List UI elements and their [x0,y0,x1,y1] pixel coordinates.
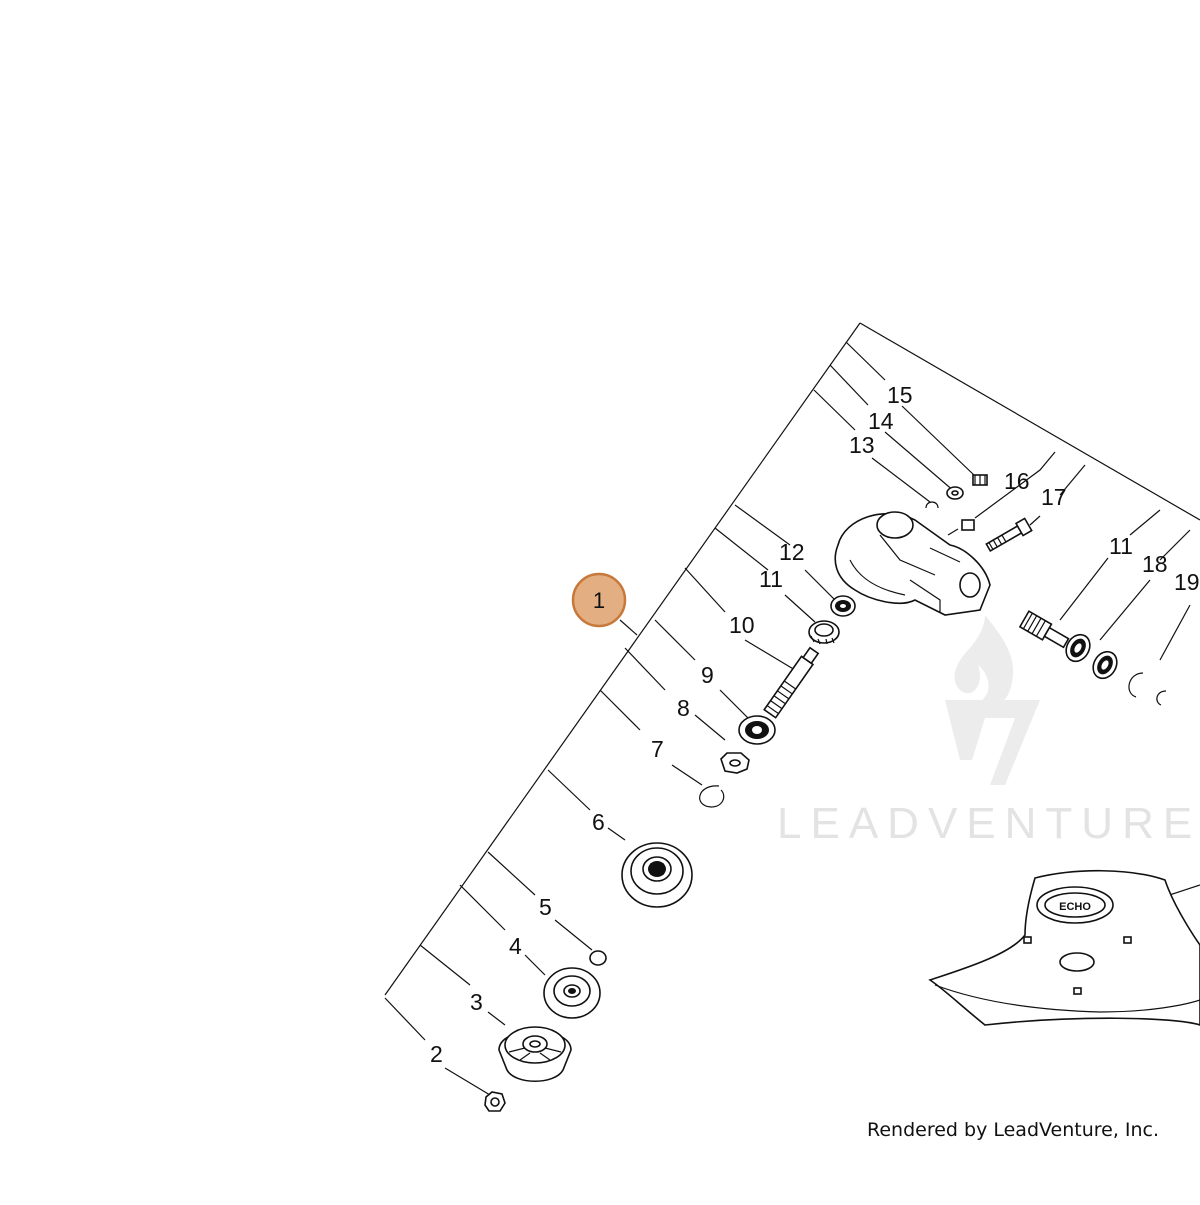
clip-13 [925,501,939,509]
nut-2 [484,1091,506,1112]
bolt-17 [985,517,1033,553]
snap-ring-19 [1128,672,1144,698]
screw-16 [947,519,975,536]
watermark: LEADVENTURE [777,615,1200,848]
part-labels: 15 14 13 16 17 12 11 11 18 19 10 9 8 7 6… [430,382,1200,1067]
label-5[interactable]: 5 [539,894,552,920]
flame-logo-icon [945,615,1040,785]
label-8[interactable]: 8 [677,695,690,721]
callout-1-circle[interactable] [571,572,627,628]
label-3[interactable]: 3 [470,989,483,1015]
label-4[interactable]: 4 [509,933,522,959]
blade-holder-6 [621,842,693,908]
bearing-12 [830,595,856,617]
label-17[interactable]: 17 [1041,484,1067,510]
watermark-text: LEADVENTURE [777,799,1200,848]
fixing-plate-4 [543,967,601,1019]
bolt-15 [972,474,988,486]
small-hardware [925,474,1033,553]
label-11-right[interactable]: 11 [1109,533,1133,559]
callout-1[interactable]: 1 [571,572,638,636]
shaft-10 [763,646,820,719]
input-shaft-parts [1018,610,1167,706]
bearing-18 [1092,650,1118,680]
bearing-9 [738,715,776,745]
blade-inset: ECHO [928,869,1200,1026]
label-14[interactable]: 14 [868,408,894,434]
snap-ring-7 [699,785,725,808]
label-12[interactable]: 12 [779,539,805,565]
label-15[interactable]: 15 [887,382,913,408]
label-11[interactable]: 11 [759,566,783,592]
leader-lines [384,341,1191,1096]
footer-credit: Rendered by LeadVenture, Inc. [867,1119,1159,1141]
gear-case-housing [834,511,991,616]
label-7[interactable]: 7 [651,736,664,762]
label-19[interactable]: 19 [1174,569,1200,595]
label-10[interactable]: 10 [729,612,755,638]
washer-8 [720,752,750,774]
label-13[interactable]: 13 [849,432,875,458]
bearing-11-right [1065,633,1091,663]
label-9[interactable]: 9 [701,662,714,688]
bevel-gear-11 [808,620,840,645]
callout-1-label: 1 [593,588,605,613]
o-ring-5 [589,950,607,966]
label-2[interactable]: 2 [430,1041,443,1067]
label-6[interactable]: 6 [592,809,605,835]
output-shaft-parts [484,595,856,1112]
label-16[interactable]: 16 [1004,468,1030,494]
assembly-frame [384,322,1200,996]
pinion-gear [1018,610,1070,649]
washer-14 [946,486,964,500]
label-18[interactable]: 18 [1142,551,1168,577]
blade-logo: ECHO [1059,901,1091,913]
cover-3 [498,1026,572,1082]
snap-ring-20 [1156,690,1167,706]
